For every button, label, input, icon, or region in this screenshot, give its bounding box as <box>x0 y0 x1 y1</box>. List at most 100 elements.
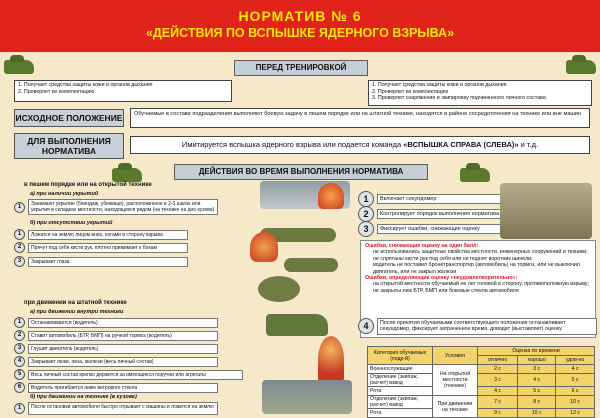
step-number: 4 <box>14 356 25 367</box>
table-cell: 3 с <box>517 364 557 374</box>
list-item: 2. Проверяет их комплектацию <box>18 88 95 95</box>
table-cell: Рота <box>367 386 433 396</box>
list-item: 3. Проверяет снаряжение и экипировку под… <box>372 95 546 102</box>
step-number: 2 <box>14 242 25 253</box>
tank-icon <box>4 55 34 74</box>
score-table: Категория обучаемых (подр-й) Условия Оце… <box>367 346 595 418</box>
list-item: 1. Получает средства защиты кожи и орган… <box>18 82 153 88</box>
step-text: Закрывает глаза <box>28 256 188 267</box>
before-training-left-box: 1. Получает средства защиты кожи и орган… <box>14 80 232 102</box>
step-text: Водитель пригибается ниже ветрового стек… <box>28 382 218 393</box>
table-cell: 4 с <box>476 386 519 396</box>
list-item: 1 Останавливается (водитель) <box>14 317 218 328</box>
step-number: 1 <box>14 229 25 240</box>
execution-text: Имитируется вспышка ядерного взрыва или … <box>130 136 590 154</box>
table-cell: Отделение (экипаж, расчет) взвод <box>367 373 433 387</box>
step-text: Весь личный состав крепко держится за им… <box>28 369 243 380</box>
initial-position-text: Обучаемые в составе подразделения выполн… <box>130 108 590 128</box>
table-cell: 6 с <box>555 386 595 396</box>
step-text: После принятия обучаемыми соответствующе… <box>377 318 597 335</box>
step-text: Останавливается (водитель) <box>28 317 218 328</box>
execution-text-post: и т.д. <box>518 140 539 149</box>
execution-command: «ВСПЫШКА СПРАВА (СЛЕВА)» <box>403 140 519 149</box>
step-number: 1 <box>14 403 25 414</box>
step-text: Ставит автомобиль (БТР, БМП) на ручной т… <box>28 330 218 341</box>
vehicle-sub-a: а) при движении внутри техники <box>30 309 124 315</box>
list-item: 2. Проверяет их комплектацию <box>372 88 449 95</box>
step-text: Контролирует порядок выполнения норматив… <box>377 209 509 219</box>
list-item: 1 Занимают укрытие (блиндаж, убежище), р… <box>14 199 218 215</box>
mushroom-cloud-image <box>318 336 344 382</box>
table-cell: 3 с <box>476 373 519 387</box>
table-cell: Отделение (экипаж, расчет) взвод <box>367 395 433 409</box>
list-item: 3 Закрывает глаза <box>14 256 188 267</box>
step-number: 1 <box>358 191 374 207</box>
step-number: 1 <box>14 317 25 328</box>
step-text: Прячут под себя кисти рук, плотно прижим… <box>28 242 188 253</box>
initial-position-label: ИСХОДНОЕ ПОЛОЖЕНИЕ <box>14 109 124 127</box>
table-cell: Военнослужащие <box>367 364 433 374</box>
soldier-prone-image <box>260 228 336 242</box>
execution-text-pre: Имитируется вспышка ядерного взрыва или … <box>181 140 404 149</box>
list-item: 2 Ставит автомобиль (БТР, БМП) на ручной… <box>14 330 218 341</box>
table-header: Оценка по времени <box>477 346 595 356</box>
table-cell: 8 с <box>517 395 557 409</box>
step-number: 3 <box>358 221 374 237</box>
errors-title-2: Ошибки, определяющие оценку «неудовлетво… <box>365 275 518 282</box>
vehicle-image <box>266 314 328 336</box>
list-item: 6 Водитель пригибается ниже ветрового ст… <box>14 382 218 393</box>
during-header: ДЕЙСТВИЯ ВО ВРЕМЯ ВЫПОЛНЕНИЯ НОРМАТИВА <box>174 164 428 180</box>
foot-heading: в пешем порядке или на открытой технике <box>24 182 152 188</box>
table-header: отлично <box>476 355 519 365</box>
error-item: не использовались защитные свойства мест… <box>373 249 588 256</box>
list-item: 1 Ложатся на землю лицом вниз, ногами в … <box>14 229 188 240</box>
step-text: Фиксирует ошибки, снижающие оценку <box>377 224 509 234</box>
table-row: Рота 9 с 10 с 12 с <box>367 408 595 418</box>
step-text: Закрывает люки, окна, жалюзи (весь личны… <box>28 356 218 367</box>
table-cell: 4 с <box>555 364 595 374</box>
table-cell: 10 с <box>555 395 595 409</box>
instructor-photo <box>500 183 592 239</box>
table-header-row: Категория обучаемых (подр-й) Условия Оце… <box>367 346 595 365</box>
table-cell: 10 с <box>517 408 557 418</box>
table-cell: 4 с <box>517 373 557 387</box>
vehicle-sub-b: б) при движении на технике (в кузове) <box>30 394 137 400</box>
table-header: Категория обучаемых (подр-й) <box>367 346 433 365</box>
foot-sub-a: а) при наличии укрытий <box>30 191 99 197</box>
list-item: 1 После остановки автомобиля быстро отры… <box>14 402 218 415</box>
table-header: Условия <box>432 346 478 365</box>
table-cell: 2 с <box>476 364 519 374</box>
table-cell: 12 с <box>555 408 595 418</box>
explosion-image <box>250 232 278 262</box>
right-step-1: 1 Включает секундомер <box>358 191 509 207</box>
table-cell: 5 с <box>555 373 595 387</box>
error-item: водитель не поставил бронетранспортер (а… <box>373 262 580 275</box>
step-number: 1 <box>14 201 25 213</box>
right-step-3: 3 Фиксирует ошибки, снижающие оценку <box>358 221 509 237</box>
vehicle-interior-photo <box>262 380 352 414</box>
right-step-2: 2 Контролирует порядок выполнения нормат… <box>358 206 509 222</box>
step-number: 2 <box>14 330 25 341</box>
list-item: 5 Весь личный состав крепко держится за … <box>14 369 243 380</box>
soldier-prone-image <box>284 258 338 272</box>
table-cell: Рота <box>367 408 433 418</box>
list-item: 1. Получает средства защиты кожи и орган… <box>372 82 507 88</box>
table-row: Военнослужащие На открытой местности (те… <box>367 364 595 396</box>
step-number: 5 <box>14 369 25 380</box>
error-item: не спрятаны кисти рук под себя или не по… <box>373 255 533 262</box>
before-training-right-box: 1. Получает средства защиты кожи и орган… <box>368 80 592 106</box>
list-item: 3 Глушит двигатель (водитель) <box>14 343 218 354</box>
step-text: Включает секундомер <box>377 194 509 204</box>
list-item: 2 Прячут под себя кисти рук, плотно приж… <box>14 242 188 253</box>
step-number: 3 <box>14 343 25 354</box>
header-banner: НОРМАТИВ № 6 «ДЕЙСТВИЯ ПО ВСПЫШКЕ ЯДЕРНО… <box>0 0 600 52</box>
step-text: После остановки автомобиля быстро отрыва… <box>28 402 218 415</box>
soldier-crouch-image <box>258 276 300 302</box>
list-item: 4 Закрывает люки, окна, жалюзи (весь лич… <box>14 356 218 367</box>
table-cell: 7 с <box>476 395 519 409</box>
step-number: 3 <box>14 256 25 267</box>
table-header: хорошо <box>517 355 557 365</box>
step-number: 4 <box>358 318 374 334</box>
table-cell: 9 с <box>476 408 519 418</box>
step-text: Ложатся на землю лицом вниз, ногами в ст… <box>28 229 188 240</box>
